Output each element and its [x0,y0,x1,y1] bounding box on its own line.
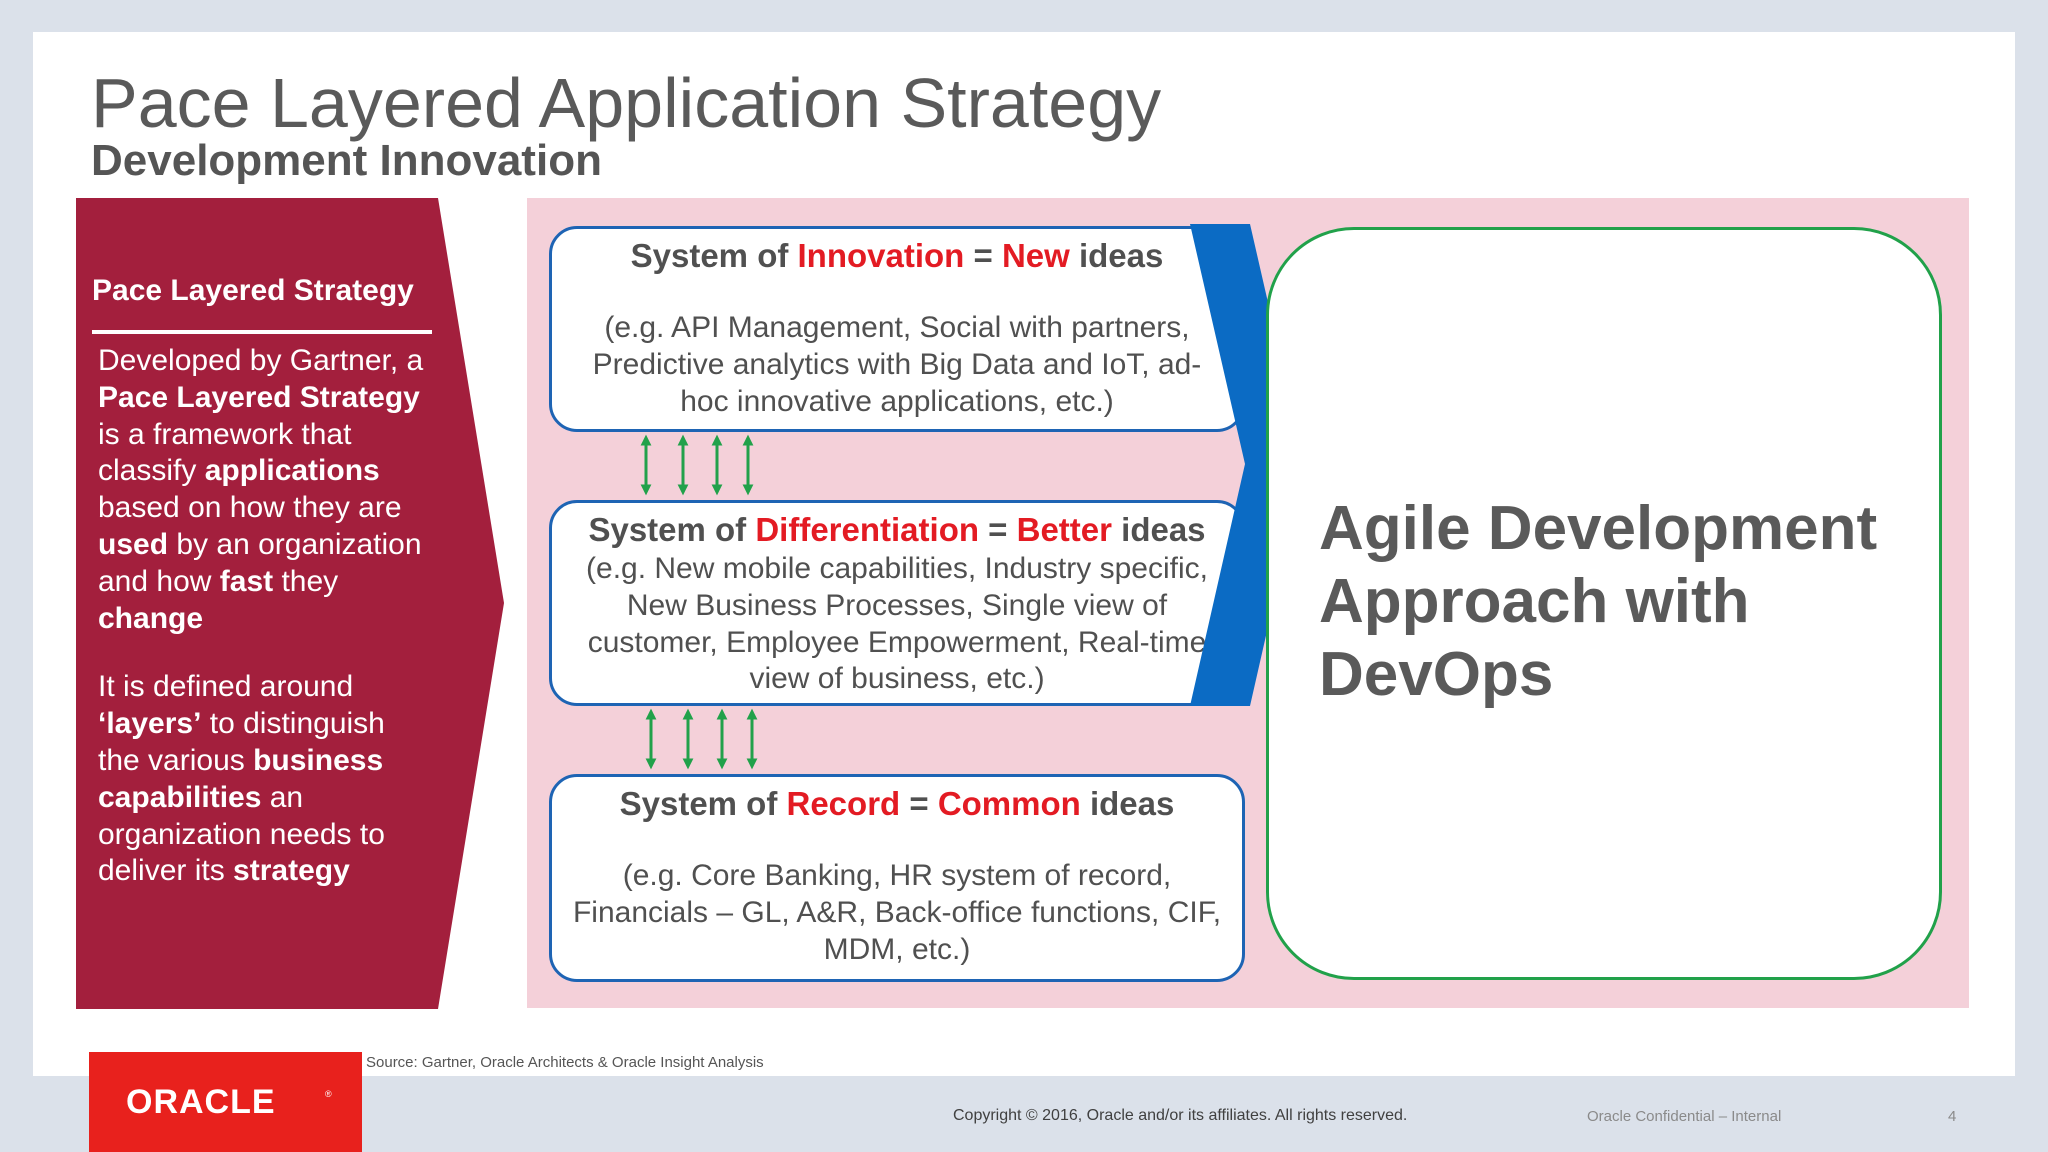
layer-title-suffix: ideas [1069,237,1164,274]
layer-title-suffix: ideas [1111,511,1206,548]
system-of-differentiation-box: System of Differentiation = Better ideas… [549,500,1245,706]
bidirectional-arrows-upper [640,434,754,496]
svg-text:®: ® [325,1089,332,1099]
panel-heading: Pace Layered Strategy [92,274,414,307]
layer-description: (e.g. Core Banking, HR system of record,… [572,859,1222,966]
source-note: Source: Gartner, Oracle Architects & Ora… [366,1054,764,1071]
agile-devops-box: Agile Development Approach with DevOps [1266,227,1942,980]
layer-title: System of Record = Common ideas [552,783,1242,825]
panel-body: Developed by Gartner, a Pace Layered Str… [98,343,428,890]
layer-title-prefix: System of [588,511,756,548]
bidirectional-arrows-lower [645,708,758,770]
agile-devops-text: Agile Development Approach with DevOps [1319,494,1878,709]
layer-system-name: Innovation [797,237,965,274]
layer-system-name: Differentiation [755,511,980,548]
svg-text:ORACLE: ORACLE [126,1083,276,1121]
slide-subtitle: Development Innovation [91,136,602,185]
panel-divider [92,330,432,334]
layer-title-equals: = [964,237,1002,274]
layer-description: (e.g. New mobile capabilities, Industry … [586,552,1208,696]
system-of-innovation-box: System of Innovation = New ideas (e.g. A… [549,226,1245,432]
oracle-wordmark: ORACLE ® [126,1083,332,1121]
layer-title-suffix: ideas [1080,785,1175,822]
layer-title: System of Differentiation = Better ideas [552,509,1242,551]
layer-system-name: Record [786,785,901,822]
layer-idea-type: Better [1016,511,1112,548]
layer-title-equals: = [979,511,1017,548]
layer-idea-type: New [1001,237,1070,274]
system-of-record-box: System of Record = Common ideas (e.g. Co… [549,774,1245,982]
page-number: 4 [1948,1108,1957,1125]
panel-paragraph-definition: Developed by Gartner, a Pace Layered Str… [98,344,424,635]
panel-paragraph-layers: It is defined around ‘layers’ to disting… [98,670,385,888]
panel-chevron-shape [76,198,504,1009]
layer-title-prefix: System of [630,237,798,274]
oracle-logo: ORACLE ® [89,1052,362,1152]
pace-layered-strategy-panel: Pace Layered Strategy Developed by Gartn… [76,198,506,1009]
layer-title: System of Innovation = New ideas [552,235,1242,277]
layer-title-equals: = [900,785,938,822]
confidentiality-label: Oracle Confidential – Internal [1587,1108,1782,1125]
layer-description: (e.g. API Management, Social with partne… [592,311,1202,418]
layer-idea-type: Common [937,785,1081,822]
slide-title: Pace Layered Application Strategy [91,64,1162,142]
copyright-notice: Copyright © 2016, Oracle and/or its affi… [953,1107,1408,1124]
layer-title-prefix: System of [619,785,787,822]
